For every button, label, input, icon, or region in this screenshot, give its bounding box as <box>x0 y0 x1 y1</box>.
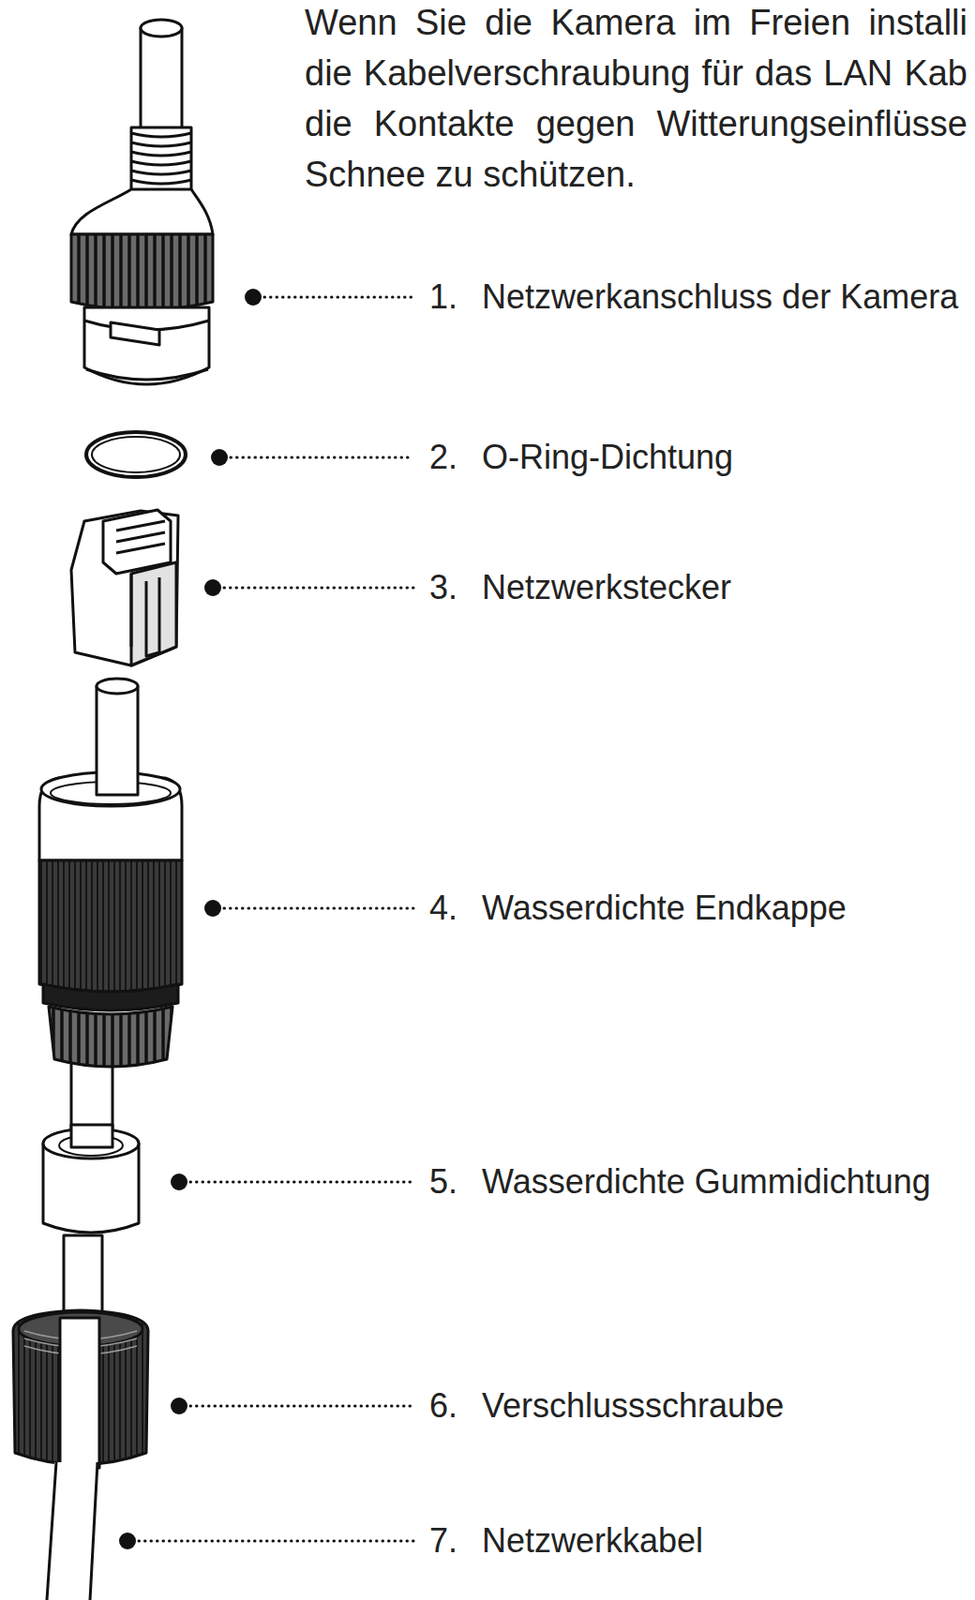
cable <box>96 686 138 795</box>
cable-end <box>96 678 138 694</box>
plug-contacts <box>116 521 165 554</box>
shoulder <box>71 189 213 235</box>
leader-lines <box>138 297 414 1542</box>
leader-dot <box>204 579 222 597</box>
part-name: Wasserdichte Gummidichtung <box>481 1162 931 1202</box>
o-ring-inner <box>91 436 180 473</box>
leader-line <box>224 586 414 590</box>
cap-body <box>39 860 182 992</box>
leader-dot <box>119 1532 136 1550</box>
callout-number: 3. <box>429 568 458 608</box>
plug-side <box>131 562 177 666</box>
callout-number: 7. <box>429 1521 458 1561</box>
part-name: Netzwerkanschluss der Kamera <box>481 277 959 317</box>
cap-band <box>43 984 179 1011</box>
leader-dot <box>204 900 222 917</box>
collar-edge <box>86 369 209 380</box>
callout-number: 1. <box>429 277 458 317</box>
rubber-seal <box>43 1125 139 1330</box>
o-ring <box>86 432 186 478</box>
network-cable <box>45 1462 98 1600</box>
plug-tab <box>131 573 160 657</box>
callout-number: 2. <box>429 437 458 478</box>
cable <box>140 28 182 141</box>
leader-line <box>224 907 414 911</box>
rj45-plug <box>71 510 179 666</box>
plug-latch <box>103 510 171 574</box>
leader-dot <box>210 449 228 466</box>
screw-cap <box>13 1310 149 1469</box>
leader-line <box>138 1540 414 1544</box>
cable <box>71 1125 113 1148</box>
part-name: Netzwerkstecker <box>481 568 732 608</box>
leader-line <box>190 1181 414 1185</box>
part-name: Wasserdichte Endkappe <box>481 888 847 929</box>
leader-line <box>264 296 414 300</box>
callout-number: 4. <box>429 888 458 929</box>
instruction-text: Wenn Sie die Kamera im Freien installi d… <box>304 0 968 200</box>
collar <box>84 307 210 385</box>
camera-connector <box>71 19 213 385</box>
cap-fingers <box>48 1006 173 1067</box>
leader-line <box>230 456 414 460</box>
leader-line <box>190 1405 414 1409</box>
callout-number: 6. <box>429 1386 458 1426</box>
cable-end <box>140 19 182 37</box>
leader-dots <box>119 288 262 1550</box>
collar-slot <box>110 322 160 345</box>
plug-body <box>71 510 179 666</box>
cable <box>60 1318 100 1469</box>
knurled-ring <box>71 234 213 311</box>
thread-lines <box>131 133 192 184</box>
callout-number: 5. <box>429 1162 458 1202</box>
o-ring-outer <box>86 432 186 478</box>
leader-dot <box>170 1397 188 1415</box>
leader-dot <box>244 288 262 306</box>
part-name: Verschlussschraube <box>481 1386 784 1426</box>
end-cap <box>39 678 182 1144</box>
cable-fill <box>45 1462 98 1600</box>
thread <box>131 127 192 194</box>
cable-outline <box>46 1462 98 1600</box>
leader-dot <box>170 1173 188 1191</box>
part-name: Netzwerkkabel <box>481 1521 704 1561</box>
part-name: O-Ring-Dichtung <box>481 437 734 478</box>
